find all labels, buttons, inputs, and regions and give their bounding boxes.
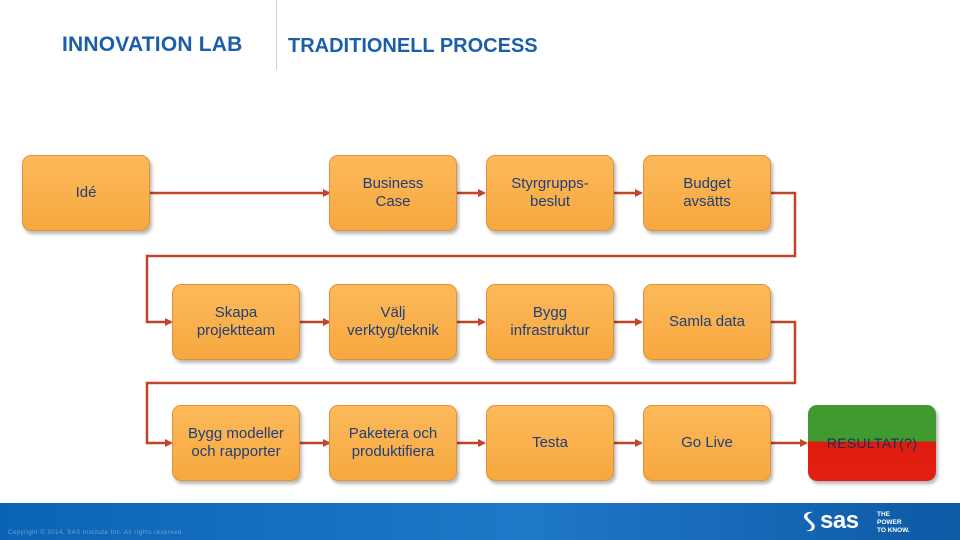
sas-tagline: THE POWER TO KNOW. (877, 511, 910, 534)
step-budget-avsatts: Budget avsätts (643, 155, 771, 231)
brand-title: INNOVATION LAB (62, 33, 243, 56)
step-samla-data: Samla data (643, 284, 771, 360)
sas-logo: sas THE POWER TO KNOW. (800, 507, 950, 538)
step-paketera: Paketera och produktifiera (329, 405, 457, 481)
footer-bar: Copyright © 2014, SAS Institute Inc. All… (0, 503, 960, 540)
step-testa: Testa (486, 405, 614, 481)
result-box: RESULTAT(?) (808, 405, 936, 481)
copyright-text: Copyright © 2014, SAS Institute Inc. All… (8, 530, 184, 536)
step-business-case: Business Case (329, 155, 457, 231)
header-separator (276, 0, 277, 70)
step-valj-verktyg: Välj verktyg/teknik (329, 284, 457, 360)
step-bygg-infrastruktur: Bygg infrastruktur (486, 284, 614, 360)
page-title: TRADITIONELL PROCESS (288, 35, 538, 57)
step-styrgruppsbeslut: Styrgrupps- beslut (486, 155, 614, 231)
step-go-live: Go Live (643, 405, 771, 481)
step-ide: Idé (22, 155, 150, 231)
sas-swoosh-icon (803, 511, 815, 532)
connector-wrap-2 (145, 320, 797, 447)
connector-wrap-1 (145, 191, 797, 326)
step-bygg-modeller: Bygg modeller och rapporter (172, 405, 300, 481)
sas-wordmark: sas (820, 507, 859, 534)
step-skapa-projektteam: Skapa projektteam (172, 284, 300, 360)
